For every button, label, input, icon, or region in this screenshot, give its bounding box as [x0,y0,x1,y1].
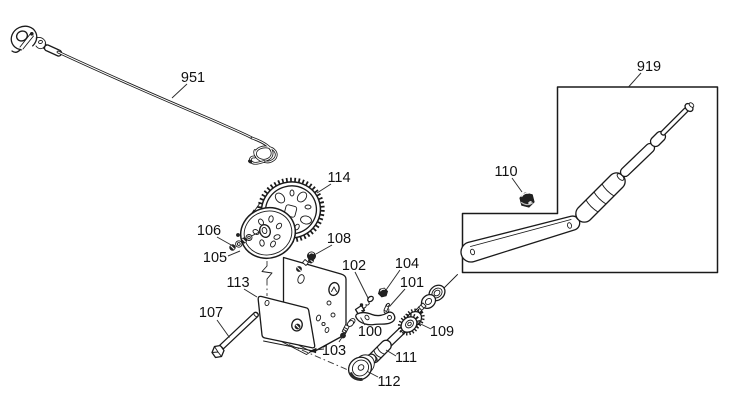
pulley-112 [347,354,375,381]
part-label-111: 111 [395,350,417,366]
leader-103 [338,330,347,343]
handle-assembly [460,102,695,263]
inset-box-919 [461,86,719,274]
part-label-919: 919 [637,59,661,75]
part-label-105: 105 [203,250,227,266]
shaft-assembly [347,274,458,381]
part-label-114: 114 [327,170,350,186]
part-label-103: 103 [322,343,346,359]
part-label-951: 951 [181,70,205,86]
leader-lines [171,72,642,378]
screw-108 [302,251,316,266]
drum-disc [239,207,297,259]
leader-951 [171,83,188,99]
inset-box-outline [461,86,719,274]
leader-919 [628,72,642,88]
leader-112 [367,371,379,378]
leader-104 [385,269,401,291]
part-label-108: 108 [327,231,351,247]
drum-hub [259,224,271,238]
leader-102 [354,271,369,300]
cable-coil [250,136,278,164]
mount-plate-113 [257,295,316,352]
part-label-101: 101 [400,275,424,291]
part-label-106: 106 [197,223,221,239]
leader-108 [315,244,333,255]
part-label-110: 110 [494,164,517,180]
leader-111 [385,349,397,357]
leader-103-arrowhead [309,347,317,354]
cable-951 [10,25,278,165]
leader-110 [511,177,523,193]
part-label-104: 104 [395,256,419,272]
hook [10,25,63,57]
part-label-109: 109 [430,324,454,340]
part-label-100: 100 [358,324,382,340]
spring-102 [361,295,374,311]
part-label-102: 102 [342,258,366,274]
frame-screw-top-left [296,266,302,272]
sprocket-109 [397,308,425,336]
part-label-112: 112 [377,374,400,390]
nut-110 [519,192,535,208]
screw-set-106-105 [229,232,259,251]
leader-100 [360,317,366,326]
leader-101 [389,288,406,307]
shaft-axis-line [443,274,458,289]
part-label-107: 107 [199,305,223,321]
bolt-107 [211,311,259,359]
leader-113 [243,288,258,298]
pin-101 [383,303,390,312]
leader-105 [227,250,241,257]
pawl-group [354,287,396,326]
leader-107 [216,319,230,338]
centerlines [261,261,352,372]
leader-109 [417,322,432,330]
leader-106 [216,236,234,247]
nut-104 [377,287,389,298]
part-labels: 951 114 106 105 108 113 107 103 100 102 … [181,59,661,390]
part-label-113: 113 [226,275,249,291]
leader-114 [316,183,332,194]
